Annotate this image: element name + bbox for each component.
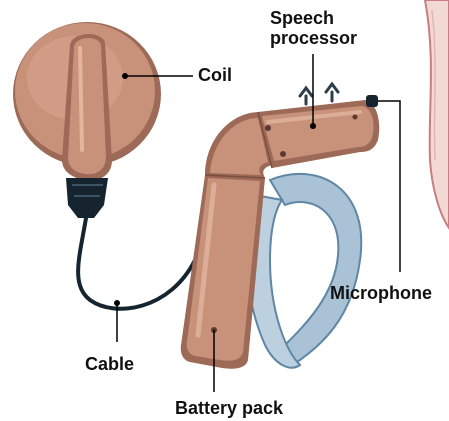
leader-speech-processor-dot [310,123,316,129]
coil-connector [62,34,112,218]
ear-background [425,0,449,228]
battery-pack [181,175,265,369]
control-knobs [300,84,338,104]
leader-microphone [378,101,400,272]
label-speech-processor: Speech processor [270,8,357,48]
label-speech-processor-line2: processor [270,28,357,48]
microphone [366,95,378,107]
label-battery-pack: Battery pack [175,398,283,418]
label-microphone: Microphone [330,283,432,303]
label-cable: Cable [85,354,134,374]
ear-hook [246,174,361,368]
label-speech-processor-line1: Speech [270,8,357,28]
speech-processor [258,100,379,168]
leader-coil-dot [122,73,128,79]
leader-cable-dot [114,300,120,306]
label-coil: Coil [198,65,232,85]
